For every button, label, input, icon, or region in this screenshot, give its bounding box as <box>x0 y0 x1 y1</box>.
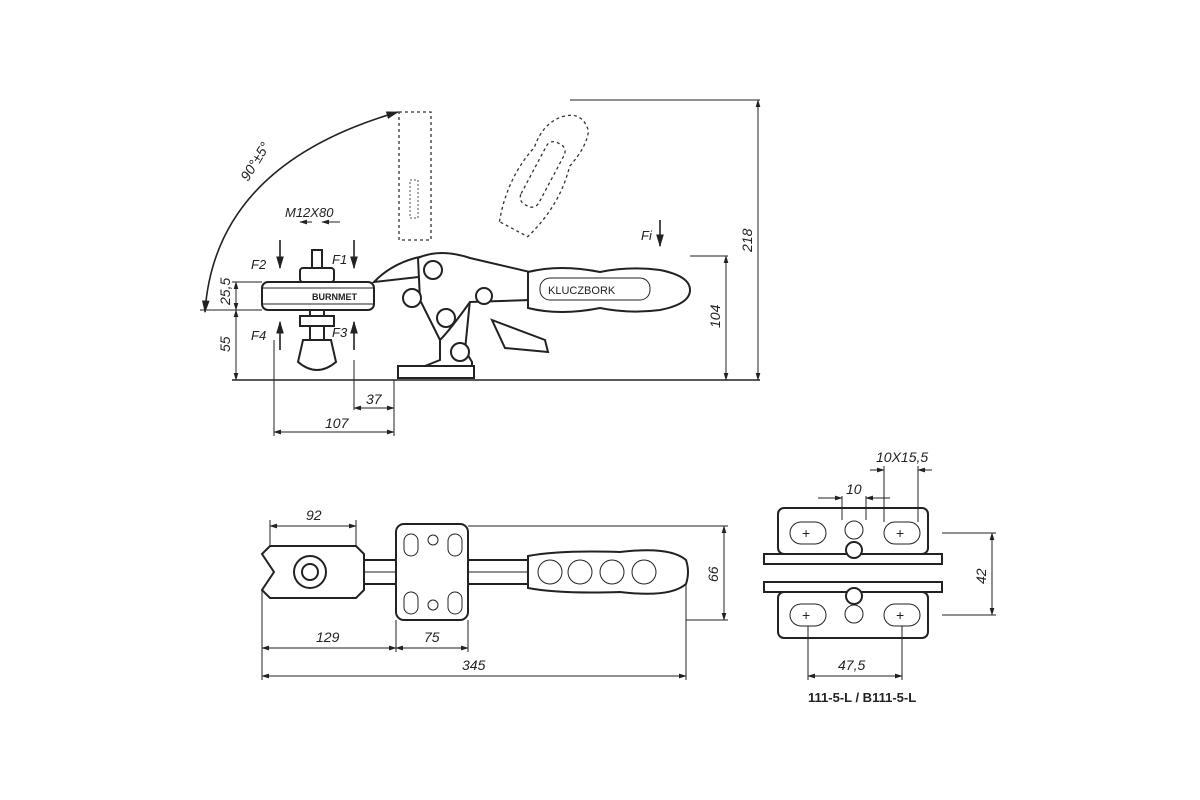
brand-marking: BURNMET <box>312 292 357 302</box>
mount-slot-2 <box>883 521 921 545</box>
pivot-pin-4 <box>436 308 456 328</box>
slot-cross-2: + <box>896 525 904 541</box>
base-view: + + + + 10X15,5 10 47,5 42 111-5-L / B11… <box>763 449 996 705</box>
dim-66: 66 <box>705 566 721 582</box>
screw-label: M12X80 <box>285 205 334 220</box>
mount-slot-1 <box>789 521 827 545</box>
angle-label: 90°±5° <box>237 139 273 184</box>
dim-slot: 10X15,5 <box>876 449 928 465</box>
open-handle <box>498 114 590 238</box>
force-f4-label: F4 <box>251 328 266 343</box>
dim-42: 42 <box>973 568 989 584</box>
spindle-washer <box>299 315 335 327</box>
force-fi-label: Fi <box>641 228 653 243</box>
swing-arc <box>201 111 400 314</box>
dim-75: 75 <box>424 629 440 645</box>
pivot-pin-5 <box>450 342 470 362</box>
pivot-pin-1 <box>423 260 443 280</box>
force-f2-label: F2 <box>251 257 267 272</box>
base-plate <box>397 365 475 379</box>
dim-107: 107 <box>325 415 350 431</box>
slot-cross-4: + <box>896 607 904 623</box>
dim-218: 218 <box>739 228 755 253</box>
dim-37: 37 <box>366 391 383 407</box>
spindle-pad <box>296 339 338 371</box>
release-trigger <box>490 318 550 354</box>
force-f1-label: F1 <box>332 252 347 267</box>
dim-92: 92 <box>306 507 322 523</box>
base-plate-top <box>395 523 469 621</box>
dim-47-5: 47,5 <box>838 657 865 673</box>
pivot-pin-3 <box>475 287 493 305</box>
handle-marking: KLUCZBORK <box>548 285 616 297</box>
slot-cross-3: + <box>802 607 810 623</box>
handle-top-view <box>527 549 689 595</box>
side-view: BURNMET KLUCZBORK F2 F1 F4 F3 <box>200 99 761 436</box>
spindle-nut <box>299 267 335 283</box>
model-caption: 111-5-L / B111-5-L <box>808 690 916 705</box>
slot-cross-1: + <box>802 525 810 541</box>
force-f3-label: F3 <box>332 325 348 340</box>
handle-grip <box>527 267 692 313</box>
dim-104: 104 <box>707 304 723 328</box>
dim-25-5: 25,5 <box>217 278 233 306</box>
dim-10: 10 <box>846 481 862 497</box>
dim-55: 55 <box>217 336 233 352</box>
top-view: 92 129 75 345 66 <box>260 507 728 680</box>
pivot-pin-2 <box>402 288 422 308</box>
open-bar-label <box>409 179 419 219</box>
dim-129: 129 <box>316 629 340 645</box>
open-bar-outline <box>398 111 432 241</box>
dim-345: 345 <box>462 657 486 673</box>
